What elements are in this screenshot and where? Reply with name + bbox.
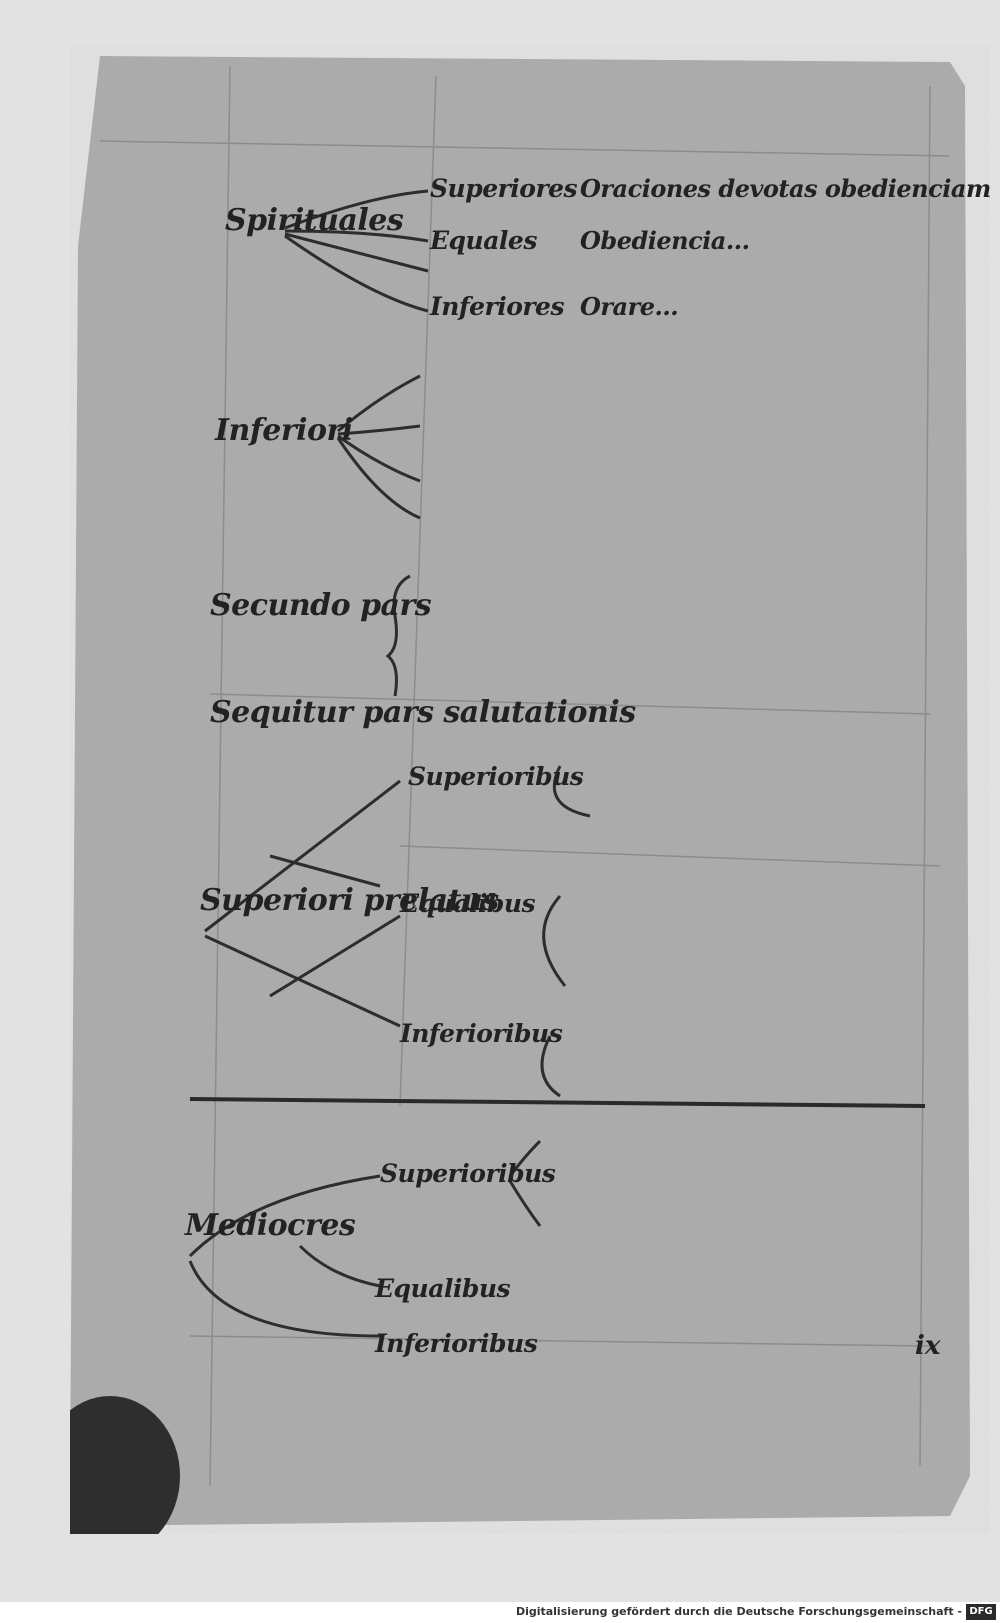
section-6-branch-1-label: Superioribus [380,1159,556,1188]
section-2-head: Inferiori [215,413,353,448]
dfg-logo: DFG [966,1604,996,1620]
section-3-head: Secundo pars [210,588,432,623]
section-1-branch-3-label: Inferiores [430,292,565,321]
section-6-branch-3-label: Inferioribus [375,1329,538,1358]
section-1-branch-3-text: Orare... [580,292,679,321]
section-1-branch-2-label: Equales [430,226,537,255]
bracket-section-2 [336,374,421,520]
dfg-credit-text: Digitalisierung gefördert durch die Deut… [515,1605,962,1618]
section-5-branch-1-label: Superioribus [408,762,584,791]
section-1-head: Spirituales [225,203,404,238]
section-4-head: Sequitur pars salutationis [210,695,636,730]
section-5-head: Superiori prelatus [200,883,499,918]
manuscript-leaf: Spirituales Superiores Oraciones devotas… [70,46,991,1534]
bracket-section-1 [284,189,429,313]
credit-footer: Digitalisierung gefördert durch die Deut… [0,1602,1000,1623]
section-5-branch-3-label: Inferioribus [400,1019,563,1048]
division-line [189,1097,926,1108]
section-1-branch-1-text: Oraciones devotas obedienciam [580,174,991,203]
section-1-branch-2-text: Obediencia... [580,226,750,255]
ruling-lines [99,65,951,1487]
bracket-section-3 [385,574,411,697]
bracket-section-5 [204,765,591,1098]
section-6-head: Mediocres [185,1208,356,1243]
leaf-drawing [70,46,990,1534]
section-6-branch-2-label: Equalibus [375,1274,511,1303]
folio-number: ix [915,1331,941,1361]
section-5-branch-2-label: Equalibus [400,889,536,918]
section-1-branch-1-label: Superiores [430,174,578,203]
bracket-section-6 [188,1139,542,1338]
thumb-shadow [70,1396,180,1534]
